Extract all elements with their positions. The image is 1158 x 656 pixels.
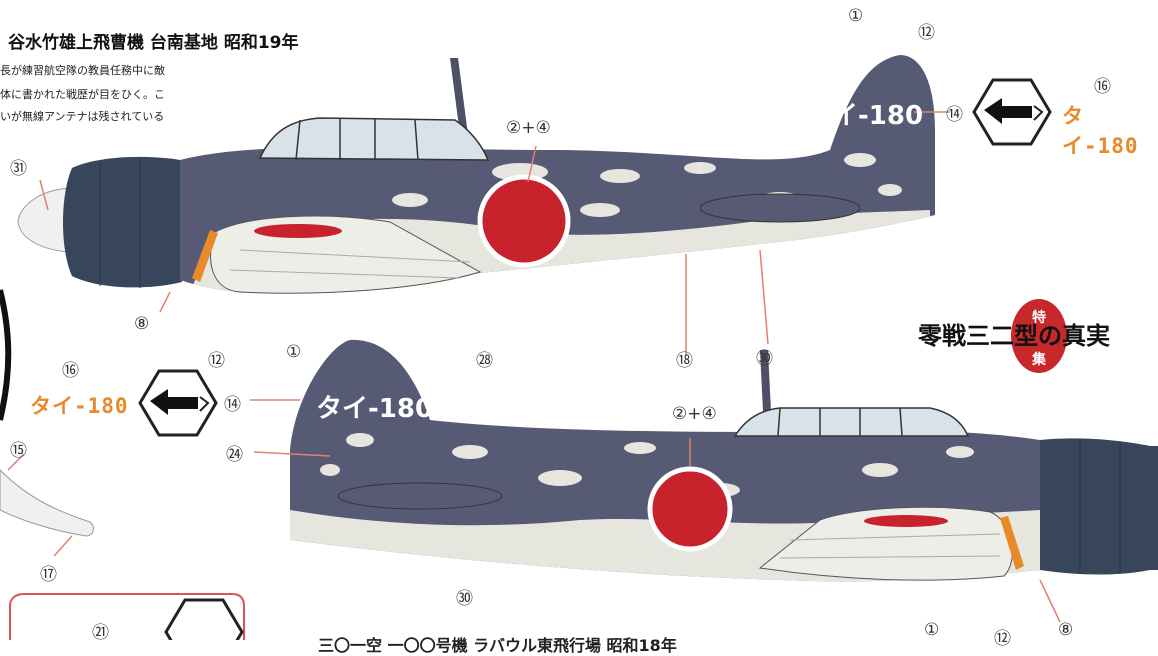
view-direction-icon: [972, 78, 1052, 146]
callout-28: ㉘: [476, 351, 493, 371]
callout-18: ⑱: [676, 351, 693, 371]
callout-1: ①: [848, 6, 864, 26]
callout-12: ⑫: [994, 629, 1011, 649]
aircraft-illustration: タイ-180 タイ-180: [0, 55, 1158, 640]
registration-label: タイ-180: [1062, 104, 1139, 158]
callout-12: ⑫: [918, 23, 935, 43]
callout-1: ①: [924, 620, 940, 640]
callout-2-4: ②+④: [672, 404, 717, 424]
callout-leaders: [7, 111, 1061, 623]
tail-registration-bottom: タイ-180: [316, 394, 433, 424]
callout-21: ㉑: [92, 623, 109, 643]
plane-top-profile: [17, 55, 935, 294]
view-direction-icon: [138, 369, 218, 437]
callout-17: ⑰: [40, 565, 57, 585]
description-line: いが無線アンテナは残されている: [0, 110, 165, 123]
description-line: 体に書かれた戦歴が目をひく。こ: [0, 88, 165, 101]
callout-16: ⑯: [1094, 77, 1111, 97]
detail-inset-box: [9, 593, 245, 640]
callout-15: ⑮: [10, 441, 27, 461]
badge-top-char: 特: [1032, 310, 1046, 326]
callout-31: ㉛: [10, 159, 27, 179]
propeller-arc: [0, 289, 12, 421]
view-direction-icon: [164, 598, 244, 640]
registration-label: タイ-180: [30, 394, 129, 418]
callout-30: ㉚: [456, 589, 473, 609]
plane-bottom-profile: [290, 339, 1158, 582]
callout-8: ⑧: [134, 314, 150, 334]
callout-24: ㉔: [226, 445, 243, 465]
callout-1: ①: [286, 342, 302, 362]
callout-12: ⑫: [208, 351, 225, 371]
bottom-caption: 三〇一空 一〇〇号機 ラバウル東飛行場 昭和18年: [318, 636, 677, 655]
propeller-blade: [0, 469, 94, 537]
callout-2-4: ②+④: [506, 118, 551, 138]
tail-registration-top: タイ-180: [806, 101, 923, 131]
special-feature-badge: 特 集: [1011, 299, 1067, 373]
callout-14: ⑭: [224, 395, 241, 415]
callout-16: ⑯: [62, 361, 79, 381]
callout-8: ⑧: [1058, 620, 1074, 640]
description-line: 長が練習航空隊の教員任務中に敵: [0, 64, 165, 77]
callout-14: ⑭: [946, 105, 963, 125]
feature-headline: 零戦三二型の真実: [918, 322, 1110, 350]
callout-30: ㉚: [756, 349, 773, 369]
page-title: 谷水竹雄上飛曹機 台南基地 昭和19年: [8, 33, 299, 53]
badge-bottom-char: 集: [1032, 352, 1046, 368]
